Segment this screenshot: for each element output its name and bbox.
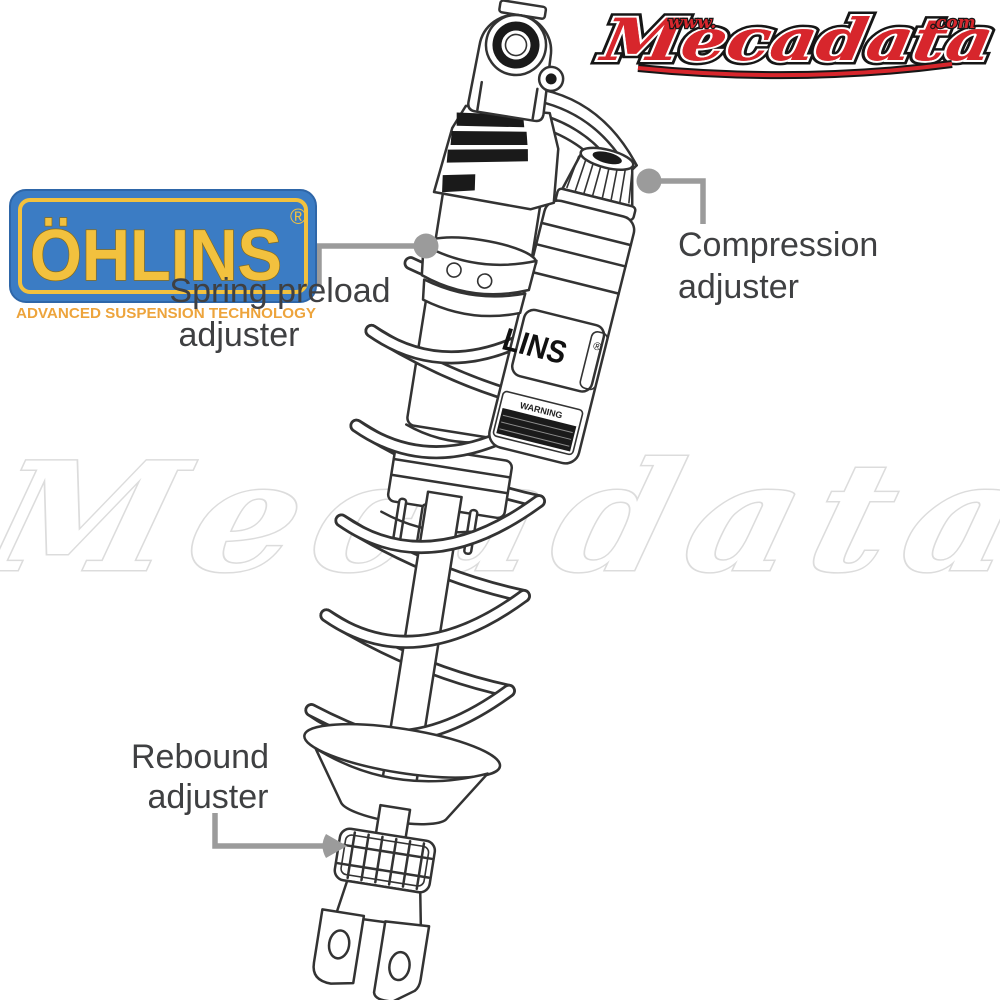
reservoir-registered-mark: ® (592, 340, 603, 354)
spring-preload-leader-dot (413, 233, 439, 259)
mecadata-logo-www: www. (668, 13, 716, 33)
ohlins-registered-mark: ® (290, 204, 306, 229)
top-eyelet-mount (467, 0, 565, 123)
compression-leader-dot (636, 168, 662, 194)
spring-preload-label-line2: adjuster (178, 316, 300, 354)
spring-preload-label-line1: Spring preload (169, 272, 391, 310)
rebound-leader (212, 813, 347, 858)
eyelet-hole (504, 33, 528, 57)
compression-label-line1: Compression (678, 226, 879, 264)
compression-leader (636, 168, 706, 224)
mecadata-logo-wordmark: Mecadata (595, 5, 1000, 73)
ohlins-logo-inner-border (18, 198, 308, 294)
lower-spring-seat (303, 722, 502, 826)
ohlins-logo-box (9, 189, 317, 303)
clevis-hole-left (327, 929, 351, 960)
mecadata-logo-tld: .com (930, 13, 976, 33)
spring-preload-leader (316, 233, 439, 287)
damper-head (432, 104, 560, 211)
clevis-hole-right (388, 950, 411, 982)
reservoir: LINS ® WARNING (488, 146, 637, 465)
eyelet-bushing (492, 21, 540, 69)
rebound-adjuster-knob (333, 827, 437, 894)
ohlins-logo: ÖHLINS ® ADVANCED SUSPENSION TECHNOLOGY (9, 189, 317, 322)
ohlins-tagline: ADVANCED SUSPENSION TECHNOLOGY (16, 305, 316, 322)
reservoir-side-plate (579, 330, 609, 391)
reservoir-brand-plate: LINS ® (498, 308, 606, 393)
mecadata-logo: Mecadata www. .com (560, 0, 1000, 80)
rebound-leader-arrow (322, 834, 347, 858)
clevis-mount (312, 879, 431, 1000)
rebound-label-line2: adjuster (147, 778, 269, 816)
ohlins-logo-wordmark: ÖHLINS (30, 216, 282, 296)
compression-label-line2: adjuster (678, 268, 799, 306)
rebound-label-line1: Rebound (130, 738, 270, 776)
